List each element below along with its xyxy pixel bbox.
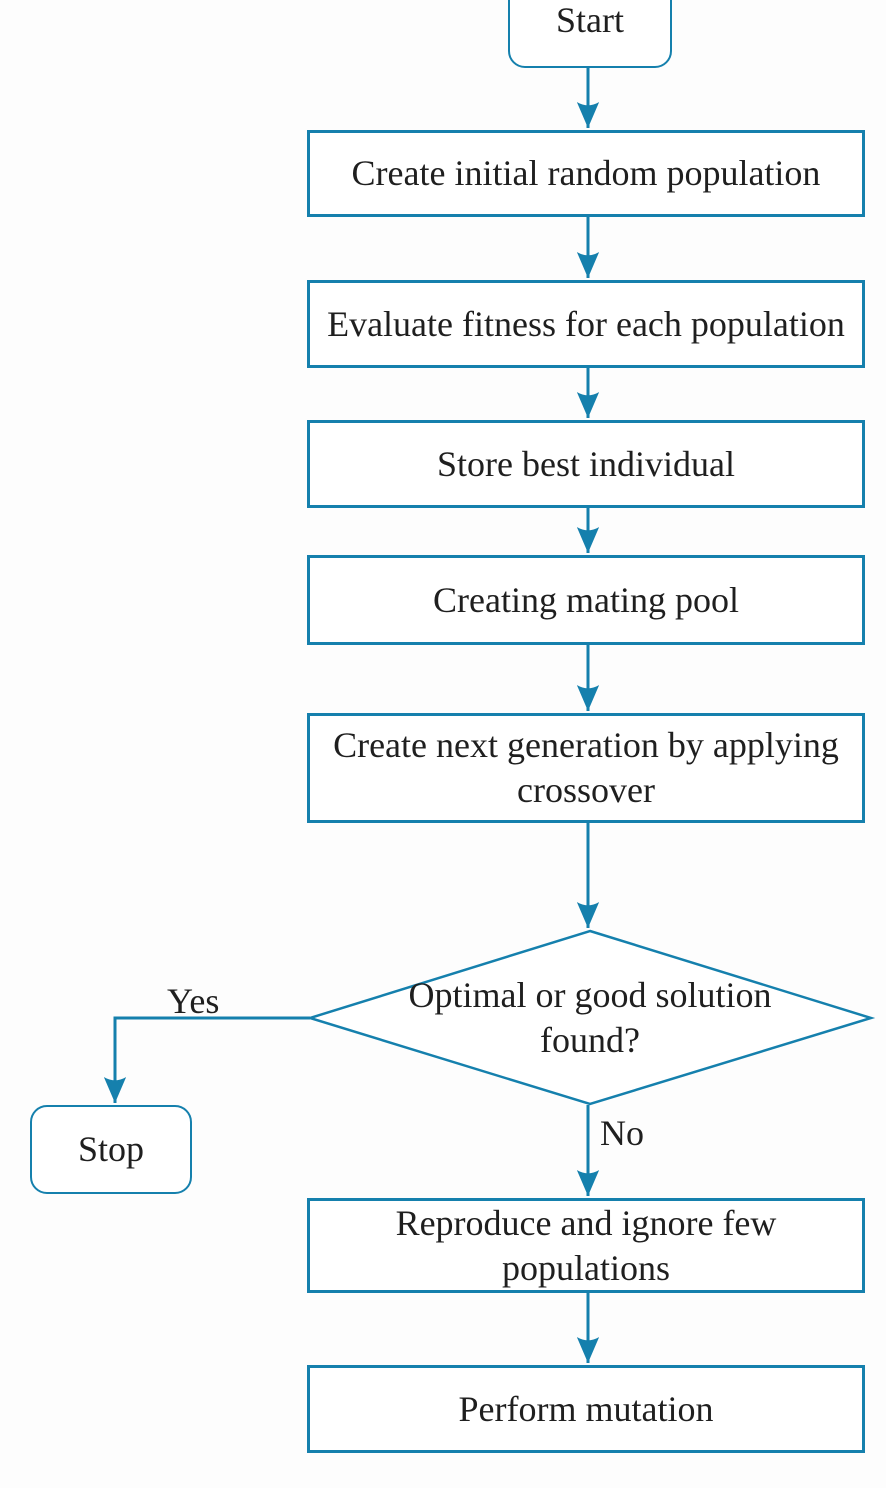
node-create-population-label: Create initial random population [351,153,821,193]
decision-diamond-shape [305,929,876,1106]
node-mutation: Perform mutation [307,1365,865,1453]
node-crossover: Create next generation by applying cross… [307,713,865,823]
node-crossover-label: Create next generation by applying cross… [333,725,839,810]
edge-label-yes: Yes [167,981,220,1021]
arrow-yes-to-stop [103,1016,310,1103]
node-mating-pool: Creating mating pool [307,555,865,645]
node-evaluate-fitness-label: Evaluate fitness for each population [327,303,845,344]
node-stop: Stop [30,1105,192,1194]
edge-label-no: No [600,1113,644,1153]
node-stop-label: Stop [77,1129,145,1169]
node-reproduce-label: Reproduce and ignore few populations [395,1202,777,1288]
node-create-population: Create initial random population [307,130,865,217]
node-evaluate-fitness: Evaluate fitness for each population [307,280,865,368]
node-reproduce: Reproduce and ignore few populations [307,1198,865,1293]
node-mutation-label: Perform mutation [458,1388,714,1429]
node-store-best-label: Store best individual [437,443,735,484]
node-store-best: Store best individual [307,420,865,508]
node-decision-label: Optimal or good solution found? [408,975,772,1060]
node-start-label: Start [556,0,624,40]
node-start: Start [508,0,672,68]
node-mating-pool-label: Creating mating pool [433,579,739,620]
